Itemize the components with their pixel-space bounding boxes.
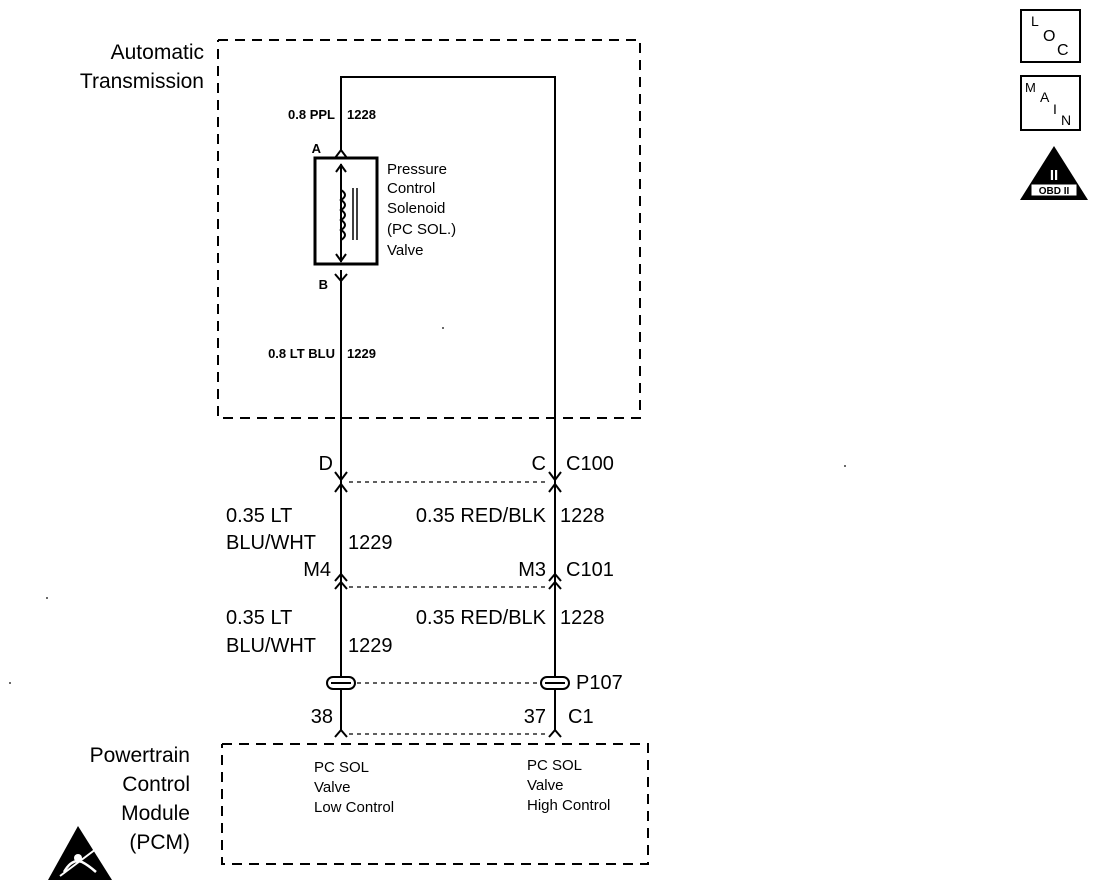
lower-left-wire-line2: BLU/WHT [226,635,316,657]
pcm-title-line: Control [122,773,190,796]
obd-ii-roman: II [1050,167,1058,184]
c100-left-pin: D [319,453,333,475]
pcm-low-control-label: Low Control [314,799,394,816]
pcm-high-control-label: High Control [527,797,610,814]
transmission-title-line2: Transmission [80,70,204,93]
solenoid-label-line: Pressure [387,161,447,178]
top-wire-circuit: 1228 [347,107,376,122]
main-icon-m: M [1025,80,1036,95]
transmission-title-line1: Automatic [111,41,204,64]
solenoid-down-arrow-icon [335,253,347,263]
p107-name: P107 [576,672,623,694]
pcm-title-line: Powertrain [90,744,190,767]
c101-left-male-icon [334,580,348,590]
pcm-title-line: (PCM) [129,831,190,854]
c100-right-pin: C [532,453,546,475]
upper-left-circuit: 1229 [348,532,393,554]
main-icon-a: A [1040,89,1050,105]
solenoid-coil-icon [339,189,346,241]
c101-name: C101 [566,559,614,581]
p107-left-grommet-icon [326,676,356,690]
c100-right-arrow-icon [548,471,562,482]
solenoid-label-line: Control [387,180,435,197]
pcm-boundary [221,743,649,865]
upper-left-wire-line1: 0.35 LT [226,505,292,527]
circuit-1228-wire [340,76,556,730]
solenoid-box [313,156,379,266]
c1-right-female-icon [548,728,562,738]
bottom-wire-circuit: 1229 [347,346,376,361]
loc-icon-l: L [1031,13,1039,29]
loc-icon-c: C [1057,42,1069,59]
obd-ii-icon[interactable]: II OBD II [1020,146,1088,200]
c100-left-female-icon [334,482,348,493]
loc-icon[interactable]: L O C [1020,9,1081,63]
top-wire-color: 0.8 PPL [288,107,335,122]
scan-speck [9,682,11,684]
pcm-low-control-label: Valve [314,779,350,796]
main-icon-n: N [1061,112,1071,128]
terminal-b-arrow-icon [334,273,348,283]
pcm-high-control-label: PC SOL [527,757,582,774]
lower-left-circuit: 1229 [348,635,393,657]
c1-name: C1 [568,706,594,728]
p107-right-grommet-icon [540,676,570,690]
c1-left-pin: 38 [311,706,333,728]
c101-right-arrow-icon [548,572,562,582]
loc-icon-o: O [1043,28,1055,45]
terminal-a-label: A [312,141,322,156]
esd-warning-icon [48,826,112,880]
terminal-b-label: B [319,277,328,292]
pcm-title-line: Module [121,802,190,825]
transmission-boundary [217,39,641,419]
obd-ii-text: OBD II [1039,186,1070,197]
c1-left-female-icon [334,728,348,738]
c101-right-pin: M3 [518,559,546,581]
scan-speck [844,465,846,467]
upper-left-wire-line2: BLU/WHT [226,532,316,554]
c101-left-pin: M4 [303,559,331,581]
solenoid-label-line: Valve [387,242,423,259]
solenoid-label-line: (PC SOL.) [387,221,456,238]
c101-right-male-icon [548,580,562,590]
scan-speck [46,597,48,599]
bottom-wire-color: 0.8 LT BLU [268,346,335,361]
terminal-a-arrow-icon [334,148,348,159]
upper-right-wire: 0.35 RED/BLK [416,505,547,527]
solenoid-label-line: Solenoid [387,200,445,217]
lower-left-wire-line1: 0.35 LT [226,607,292,629]
pcm-low-control-label: PC SOL [314,759,369,776]
main-icon[interactable]: M A I N [1020,75,1081,131]
c100-name: C100 [566,453,614,475]
lower-right-wire: 0.35 RED/BLK [416,607,547,629]
pcm-high-control-label: Valve [527,777,563,794]
c1-right-pin: 37 [524,706,546,728]
upper-right-circuit: 1228 [560,505,605,527]
c100-left-arrow-icon [334,471,348,482]
lower-right-circuit: 1228 [560,607,605,629]
c101-left-arrow-icon [334,572,348,582]
c100-right-female-icon [548,482,562,493]
scan-speck [442,327,444,329]
main-icon-i: I [1053,101,1057,117]
solenoid-up-arrow-icon [335,163,347,173]
